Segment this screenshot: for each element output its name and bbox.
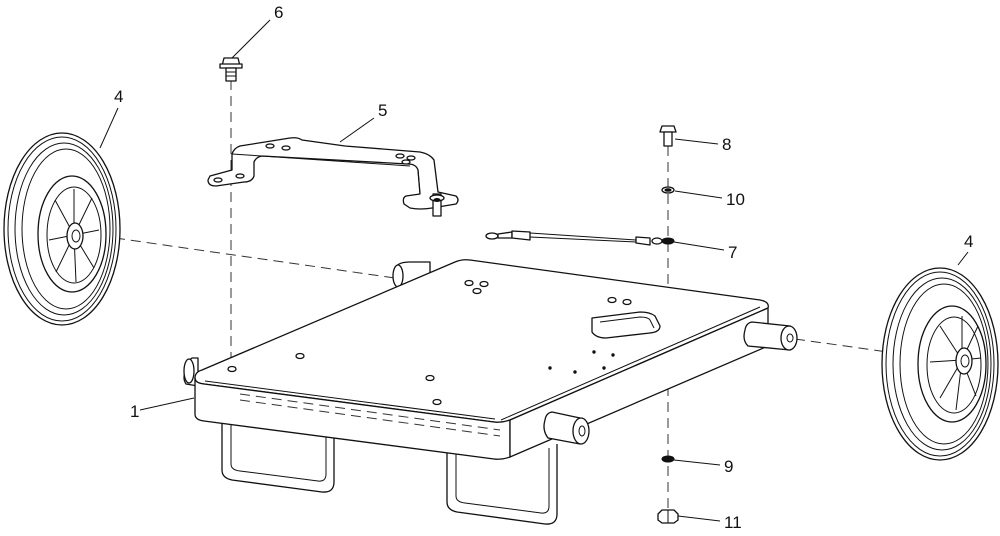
left-wheel [3, 132, 121, 326]
callout-9: 9 [724, 457, 733, 476]
callout-7: 7 [728, 243, 737, 262]
skid-left [221, 418, 335, 493]
skid-right [446, 444, 558, 525]
callout-4-left: 4 [114, 87, 123, 106]
ground-cable [485, 230, 675, 246]
nut-11 [657, 509, 679, 524]
frame-hidden-line-2 [239, 399, 501, 437]
right-wheel [881, 267, 999, 461]
callout-1: 1 [130, 402, 139, 421]
callout-11: 11 [724, 513, 742, 532]
leader-lines [99, 19, 969, 522]
callout-10: 10 [726, 190, 745, 209]
frame-hidden-line [239, 393, 501, 431]
axle-stub-back-right [743, 321, 798, 351]
bolt-6 [219, 57, 243, 82]
right-wheel-axle-line [794, 338, 889, 353]
left-wheel-axle-line [114, 237, 396, 279]
callout-8: 8 [722, 135, 731, 154]
axle-stub-front-right [543, 411, 590, 445]
frame-holes [227, 279, 632, 406]
lock-washer-9 [661, 455, 675, 463]
callout-6: 6 [274, 3, 283, 22]
callout-4-right: 4 [964, 232, 973, 251]
washer-10 [661, 186, 675, 194]
callout-labels: 1 4 4 5 6 7 8 9 10 11 [114, 3, 973, 532]
bolt-8 [659, 125, 677, 147]
base-frame [183, 259, 798, 525]
mounting-bracket [207, 137, 459, 217]
callout-5: 5 [378, 101, 387, 120]
frame-slot [591, 311, 661, 339]
